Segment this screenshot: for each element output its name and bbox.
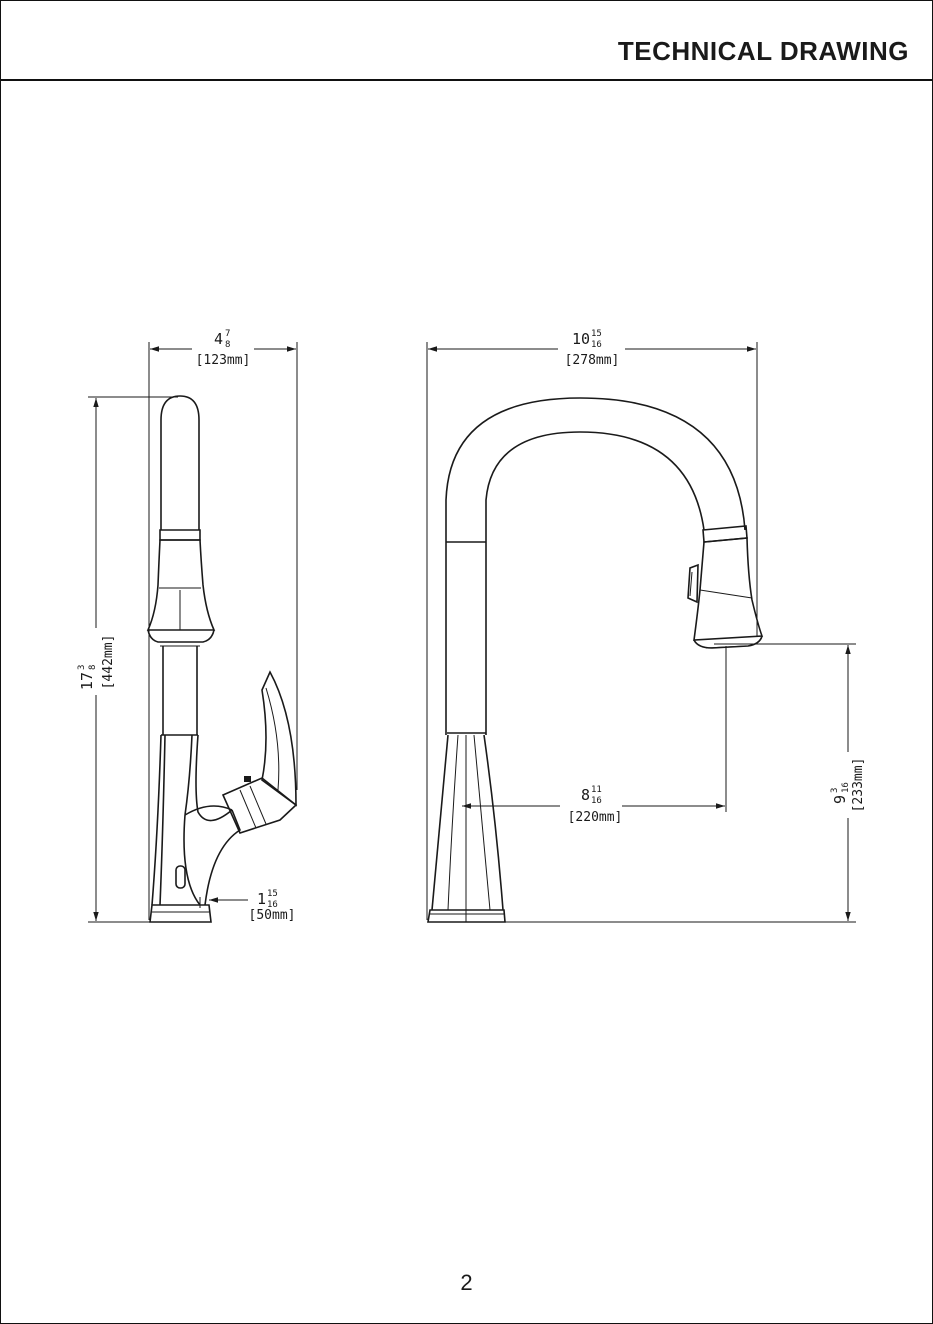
side-base-mm: [50mm] <box>249 908 296 923</box>
side-base-in-num: 15 <box>267 889 278 899</box>
side-width-in-den: 8 <box>225 340 230 350</box>
side-width-in-num: 7 <box>225 329 230 339</box>
front-clearance-mm: [233mm] <box>851 758 866 813</box>
front-width-in-den: 16 <box>591 340 602 350</box>
side-height-in-num: 3 <box>77 665 87 670</box>
side-base-dimension <box>200 897 248 908</box>
front-width-in-whole: 10 <box>572 330 590 348</box>
front-clearance-in-whole: 9 <box>831 795 849 804</box>
side-width-mm: [123mm] <box>196 353 251 368</box>
front-reach-in-whole: 8 <box>581 786 590 804</box>
page-number: 2 <box>0 1270 933 1296</box>
side-height-mm: [442mm] <box>101 635 116 690</box>
side-height-in-den: 8 <box>88 665 98 670</box>
front-clearance-dimension <box>505 644 856 922</box>
front-reach-mm: [220mm] <box>568 810 623 825</box>
front-view-faucet <box>428 398 762 922</box>
front-reach-in-den: 16 <box>591 796 602 806</box>
front-clearance-in-num: 3 <box>830 788 840 793</box>
side-base-in-whole: 1 <box>257 890 266 908</box>
side-width-in-whole: 4 <box>214 330 223 348</box>
front-width-in-num: 15 <box>591 329 602 339</box>
front-reach-in-num: 11 <box>591 785 602 795</box>
side-width-dimension <box>149 342 297 920</box>
front-clearance-in-den: 16 <box>841 782 851 793</box>
side-height-in-whole: 17 <box>78 672 96 690</box>
front-width-mm: [278mm] <box>565 353 620 368</box>
side-view-faucet <box>148 396 296 922</box>
